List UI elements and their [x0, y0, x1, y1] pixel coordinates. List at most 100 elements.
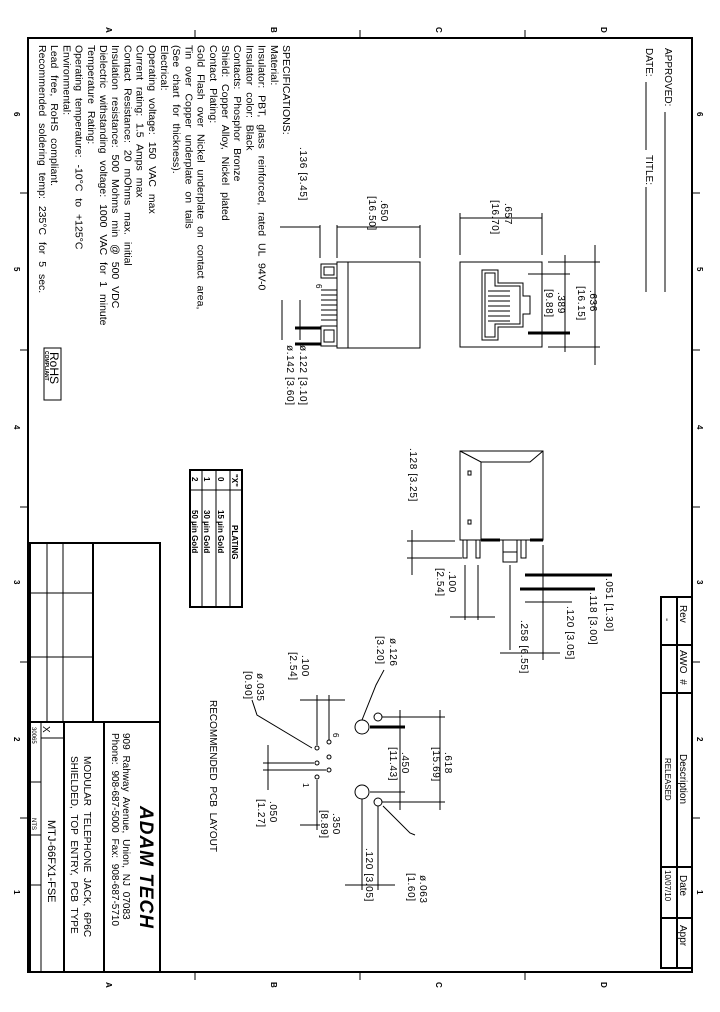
date-value: 10/07/10	[663, 870, 672, 902]
rohs-badge: RoHS COMPLIANT	[43, 347, 62, 401]
revision-block: Rev AWO # Description Date Appr - RELEAS…	[660, 596, 693, 969]
plating-table: "X" PLATING 0 15 µin Gold 1 30 µin Gold …	[189, 469, 243, 608]
pcb-pin-label-1: 1	[301, 783, 310, 788]
rohs-text: RoHS	[47, 352, 61, 384]
dim-100-mm: [2.54]	[434, 568, 445, 597]
shield-hole	[373, 712, 383, 722]
zone-number-4: 4	[12, 425, 21, 430]
zone-number-5: 5	[12, 267, 21, 272]
title-block: ADAM TECH 909 Rahway Avenue, Union, NJ 0…	[29, 542, 161, 973]
pin-label-6: 6	[314, 284, 323, 289]
appr-header: Appr	[677, 925, 688, 947]
dim-136: .136 [3.45]	[297, 147, 308, 201]
awo-header: AWO #	[677, 650, 688, 685]
pcb-dim-035-mm: [0.90]	[242, 671, 253, 700]
zone-number-2: 2	[12, 737, 21, 742]
zone-letter-c-bottom: C	[434, 982, 443, 988]
spec-line: Gold Flash over Nickel underplate on con…	[195, 45, 207, 309]
spec-line: Environmental:	[60, 45, 72, 115]
pcb-dim-100-mm: [2.54]	[287, 652, 298, 681]
pcb-dim-035-in: ø.035	[254, 673, 265, 702]
pcb-layout: RECOMMENDED PCB LAYOUT 6 1 ø.126 [3.20] …	[207, 636, 453, 904]
pcb-dim-120: .120 [3.05]	[363, 848, 374, 902]
pcb-dim-618-in: .618	[442, 752, 453, 774]
dim-650-mm: [16.50]	[366, 196, 377, 231]
plating-row-value: 50 µin Gold	[190, 510, 199, 553]
dim-100-in: .100	[446, 571, 457, 593]
title-label: TITLE:	[643, 155, 654, 185]
rohs-compliant-text: COMPLIANT	[43, 351, 49, 381]
spec-line: Temperature Rating:	[85, 45, 97, 144]
zone-number-1: 1	[12, 890, 21, 895]
spec-line: Insulator: PBT, glass reinforced, rated …	[256, 45, 268, 291]
dim-650-in: .650	[378, 200, 389, 222]
zone-number-5-right: 5	[695, 267, 704, 272]
zone-letter-b-bottom: B	[269, 982, 278, 988]
company-address: 909 Rahway Avenue, Union, NJ 07083	[120, 733, 131, 920]
dim-258: .258 [6.55]	[518, 620, 529, 674]
dim-128: .128 [3.25]	[407, 448, 418, 502]
spec-line: Operating voltage: 150 VAC max	[146, 45, 158, 214]
zone-letter-a-bottom: A	[104, 982, 113, 988]
zone-letter-a: A	[104, 27, 113, 33]
pcb-dim-050-mm: [1.27]	[255, 799, 266, 828]
dim-051: .051 [1.30]	[603, 578, 614, 632]
company-phone: Phone: 908-687-5000 Fax: 908-687-5710	[109, 733, 120, 926]
zone-letter-c: C	[434, 27, 443, 33]
spec-line: Insulation resistance: 500 Mohms min @ 5…	[109, 45, 121, 309]
zone-letter-d: D	[599, 27, 608, 33]
pcb-pin-label-6: 6	[331, 733, 340, 738]
front-view: .657 [16.70] .636 [16.15] .389 [9.88]	[459, 200, 600, 365]
drawing-number: 30065	[30, 727, 36, 744]
plating-header-plating: PLATING	[230, 525, 239, 560]
zone-number-6: 6	[12, 112, 21, 117]
plating-code: X	[40, 726, 51, 733]
dim-657-mm: [16.70]	[489, 200, 500, 235]
zone-number-4-right: 4	[695, 425, 704, 430]
plating-row-value: 15 µin Gold	[216, 510, 225, 553]
plating-row-value: 30 µin Gold	[202, 510, 211, 553]
pcb-dim-063-mm: [1.60]	[405, 873, 416, 902]
spec-line: Tin over Copper underplate on tails	[182, 45, 194, 229]
spec-line: (See chart for thickness).	[170, 45, 182, 174]
pcb-layout-title: RECOMMENDED PCB LAYOUT	[207, 700, 218, 852]
dim-122: ø.122 [3.10]	[297, 345, 308, 406]
spec-line: Insulator color: Black	[243, 45, 255, 151]
pcb-dim-063-in: ø.063	[417, 875, 428, 904]
pcb-dim-350-in: .350	[330, 813, 341, 835]
part-description-2: SHIELDED, TOP ENTRY, PCB TYPE	[68, 756, 79, 934]
spec-line: Contacts: Phosphor Bronze	[231, 45, 243, 182]
side-view: 6 .136 [3.45] .650 [16.50] ø.122 [3.10] …	[280, 147, 421, 406]
rev-header: Rev	[677, 605, 688, 623]
pcb-dim-450-mm: [11.43]	[387, 747, 398, 781]
company-logo-text: ADAM TECH	[135, 805, 156, 929]
dim-118: .118 [3.00]	[587, 592, 598, 645]
zone-number-3-right: 3	[695, 580, 704, 585]
plating-header-x: "X"	[230, 474, 239, 487]
spec-line: Recommended soldering temp: 235°C for 5 …	[36, 45, 48, 293]
zone-number-1-right: 1	[695, 890, 704, 895]
mounting-hole	[354, 784, 370, 800]
part-description-1: MODULAR TELEPHONE JACK, 6P6C	[81, 756, 92, 937]
dim-389-mm: [9.88]	[543, 289, 554, 318]
approval-block: APPROVED: DATE: TITLE:	[643, 48, 673, 292]
spec-line: Operating temperature: -10°C to +125°C	[73, 45, 85, 250]
spec-line: Current rating: 1.5 Amps max	[134, 45, 146, 198]
dim-120: .120 [3.05]	[564, 606, 575, 660]
pcb-dim-126-in: ø.126	[387, 638, 398, 667]
zone-number-3: 3	[12, 580, 21, 585]
spec-line: SPECIFICATIONS:	[280, 45, 292, 135]
pcb-dim-100-in: .100	[299, 655, 310, 677]
spec-line: Contact Resistance: 20 mOhms max. initia…	[121, 45, 133, 266]
specifications-list: SPECIFICATIONS:Material:Insulator: PBT, …	[36, 45, 292, 326]
dim-636-in: .636	[587, 290, 598, 312]
pcb-dim-050-in: .050	[267, 801, 278, 823]
scale-value: NTS	[30, 818, 36, 830]
date-header: Date	[677, 875, 688, 897]
description-value: RELEASED	[663, 758, 672, 801]
dim-657-in: .657	[502, 203, 513, 225]
top-view: .128 [3.25] .100 [2.54] .258 [6.55] .120…	[407, 448, 614, 674]
dim-636-mm: [16.15]	[575, 286, 586, 321]
shield-hole	[373, 797, 383, 807]
